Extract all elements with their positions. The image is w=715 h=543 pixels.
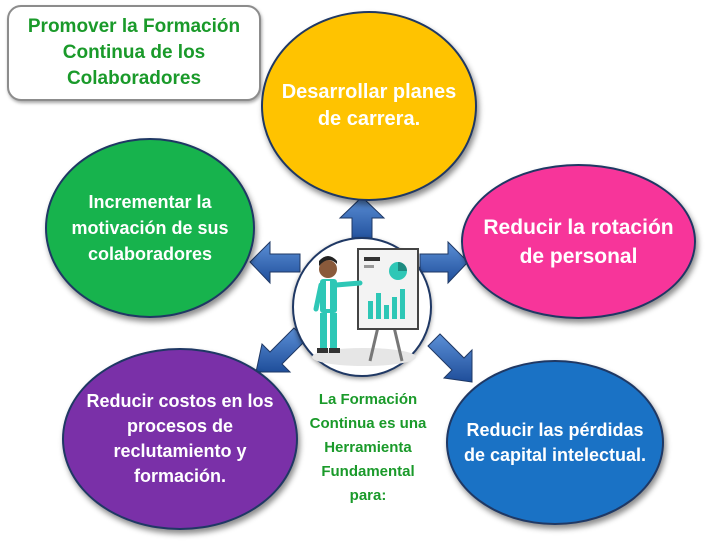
title-box: Promover la Formación Continua de los Co… [7,5,261,101]
center-illustration [292,237,432,377]
node-reduce-costs: Reducir costos en los procesos de reclut… [62,348,298,530]
node-left-label: Incrementar la motivación de sus colabor… [71,192,229,264]
diagram-title: Promover la Formación Continua de los Co… [27,16,241,89]
node-develop-career-plans: Desarrollar planes de carrera. [261,11,477,201]
node-reduce-turnover: Reducir la rotación de personal [461,164,696,319]
arrow-down-right [427,333,473,383]
node-bottom-left-label: Reducir costos en los procesos de reclut… [86,391,274,486]
center-caption: La Formación Continua es una Herramienta… [309,391,427,504]
node-right-label: Reducir la rotación de personal [483,215,674,268]
node-reduce-capital-loss: Reducir las pérdidas de capital intelect… [446,360,664,525]
node-increase-motivation: Incrementar la motivación de sus colabor… [45,138,255,318]
arrow-left [249,240,301,285]
node-bottom-right-label: Reducir las pérdidas de capital intelect… [463,419,647,465]
arrow-right [419,240,469,285]
presenter-illustration [312,248,419,366]
arrow-up [338,196,386,243]
node-top-label: Desarrollar planes de carrera. [281,81,457,130]
